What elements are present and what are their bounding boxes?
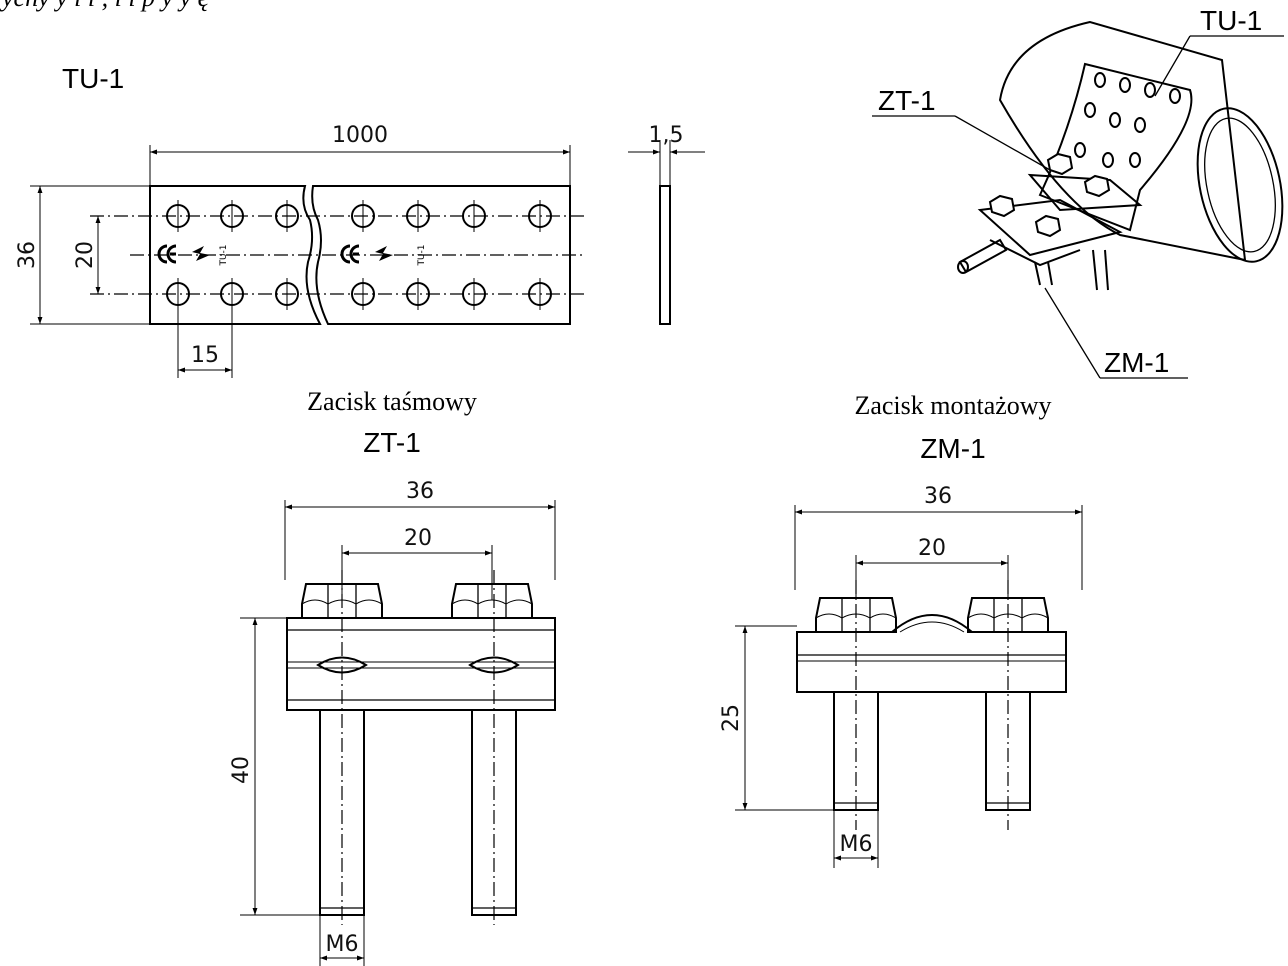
zt1-bolt-spacing-dim: 20 — [404, 526, 432, 551]
assembly-rod — [958, 238, 1008, 274]
clipped-header-text: ychy y i i , i i p y y ę — [0, 0, 209, 12]
tu1-strip-left — [149, 185, 322, 325]
zm1-thread-dim: M6 — [840, 832, 873, 857]
tu1-width-dim: 36 — [15, 241, 40, 269]
zt1-section: Zacisk taśmowy ZT-1 36 20 40 — [229, 387, 556, 966]
zt1-width-dim: 36 — [406, 479, 434, 504]
tu1-thickness-dim: 1,5 — [649, 123, 684, 148]
tu1-label: TU-1 — [62, 63, 124, 94]
ce-mark-icon — [157, 244, 177, 264]
strip-marking-text: TU-1 — [417, 244, 427, 266]
tu1-section: TU-1 1000 — [15, 63, 705, 378]
assembly-label-zt1: ZT-1 — [878, 85, 936, 116]
zm1-body — [796, 614, 1067, 693]
tu1-marking-left: TU-1 — [157, 244, 229, 267]
strip-marking-text: TU-1 — [219, 244, 229, 266]
zm1-bolt-spacing-dim: 20 — [918, 536, 946, 561]
zm1-section: Zacisk montażowy ZM-1 36 20 25 — [719, 391, 1083, 868]
tu1-side-view — [659, 185, 671, 325]
zm1-width-dim: 36 — [924, 484, 952, 509]
zt1-height-dim: 40 — [229, 756, 254, 784]
tu1-holes — [166, 200, 552, 378]
ce-mark-icon — [340, 244, 360, 264]
assembly-band — [1038, 62, 1193, 232]
assembly-label-tu1: TU-1 — [1200, 5, 1262, 36]
tu1-strip-right — [311, 185, 571, 325]
tu1-length-dim: 1000 — [332, 123, 388, 148]
assembly-label-zm1: ZM-1 — [1104, 347, 1169, 378]
zt1-caption: Zacisk taśmowy — [307, 387, 477, 416]
tu1-hole-spacing-v-dim: 20 — [73, 241, 98, 269]
pipe-body — [998, 20, 1247, 262]
zm1-height-dim: 25 — [719, 704, 744, 732]
lightning-icon — [192, 246, 210, 261]
zt1-thread-dim: M6 — [326, 932, 359, 957]
zt1-body — [286, 617, 556, 711]
zm1-caption: Zacisk montażowy — [854, 391, 1051, 420]
lightning-icon — [375, 246, 393, 261]
tu1-marking-right: TU-1 — [340, 244, 427, 267]
zt1-label: ZT-1 — [363, 427, 421, 458]
pipe-end — [1196, 107, 1284, 263]
tu1-hole-spacing-h-dim: 15 — [191, 343, 219, 368]
zm1-label: ZM-1 — [920, 433, 985, 464]
assembly-view: TU-1 ZT-1 ZM-1 — [872, 5, 1284, 379]
